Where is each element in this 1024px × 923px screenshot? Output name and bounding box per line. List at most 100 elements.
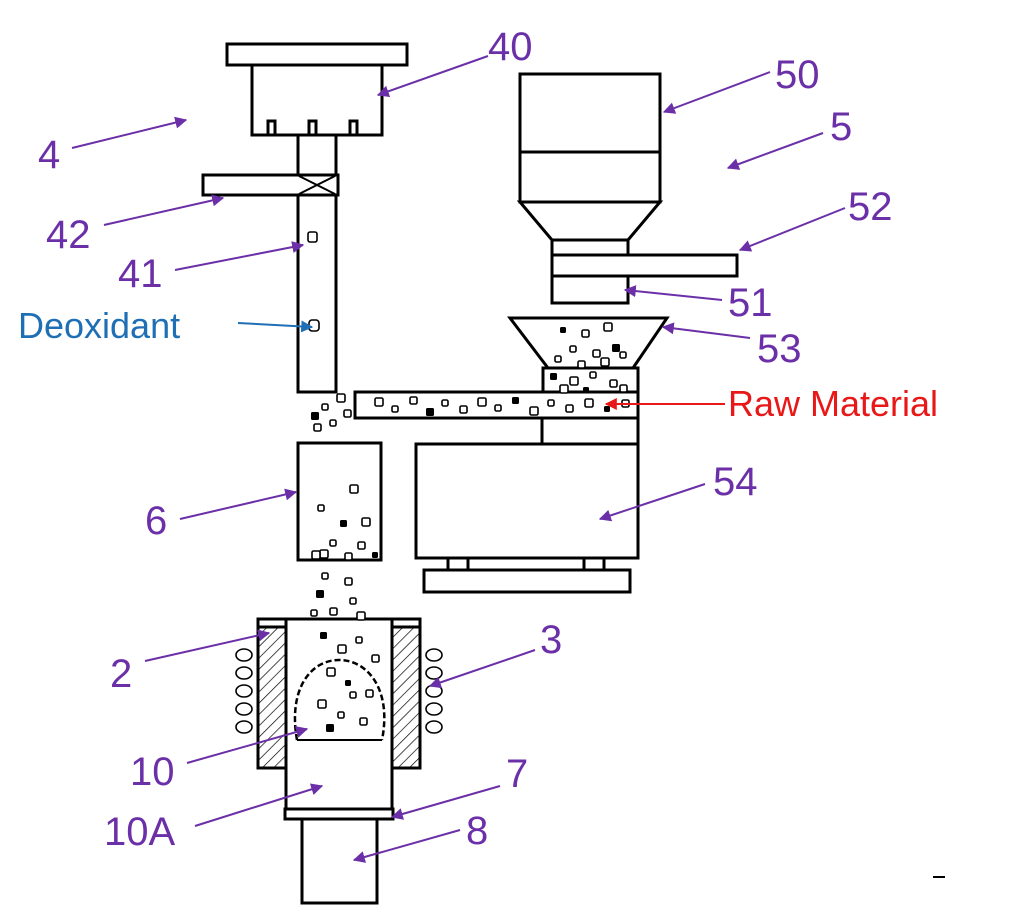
melt-10 — [293, 658, 386, 741]
coil-turn — [425, 720, 443, 734]
silo-lower — [518, 150, 662, 204]
coil-turn — [425, 666, 443, 680]
label-51: 51 — [728, 281, 773, 325]
leader-arrows — [71, 55, 846, 863]
arrow-40 — [376, 55, 489, 98]
arrow-53 — [661, 322, 751, 339]
material-particle — [345, 680, 351, 686]
arrow-54 — [598, 483, 706, 522]
insulation-right — [390, 625, 422, 770]
label-3: 3 — [540, 618, 562, 662]
feeder-notch-2 — [307, 119, 318, 137]
label-10: 10 — [130, 750, 175, 794]
material-particle — [361, 517, 371, 527]
material-particle — [317, 699, 327, 709]
material-particle — [313, 423, 322, 432]
heater-coil-3-left — [235, 648, 253, 734]
insulation-left — [256, 625, 288, 770]
pedestal-8 — [300, 817, 379, 905]
material-particle — [349, 597, 357, 605]
label-6: 6 — [145, 499, 167, 543]
label-40: 40 — [488, 25, 533, 69]
feeder-valve-plate-42 — [201, 173, 340, 197]
material-particle — [600, 357, 610, 367]
arrow-4 — [71, 116, 188, 149]
chute-6 — [296, 441, 383, 562]
label-52: 52 — [848, 185, 893, 229]
silo-upper-50 — [518, 72, 662, 154]
material-particle — [371, 654, 380, 663]
label-5: 5 — [830, 105, 852, 149]
coil-turn — [425, 702, 443, 716]
material-particle — [337, 711, 345, 719]
material-particle — [603, 322, 613, 332]
arrow-42 — [103, 194, 225, 226]
material-particle — [547, 399, 555, 407]
material-particle — [619, 351, 627, 359]
deoxidant-particle — [307, 231, 318, 243]
material-particle — [589, 371, 597, 379]
material-particle — [409, 396, 418, 405]
arrow-8 — [352, 829, 461, 863]
material-particle — [344, 552, 353, 561]
material-particle — [319, 549, 329, 559]
material-particle — [356, 611, 366, 621]
material-particle — [391, 405, 399, 413]
material-particle — [317, 504, 325, 512]
label-deoxidant: Deoxidant — [18, 305, 180, 346]
material-particle — [336, 393, 346, 403]
material-particle — [619, 384, 628, 393]
part-labels: 4 40 42 41 50 5 52 51 53 54 6 2 3 10 10A… — [38, 25, 893, 854]
arrow-51 — [623, 285, 723, 301]
material-particle — [320, 632, 327, 639]
material-particle — [365, 689, 374, 698]
material-particle — [316, 590, 324, 598]
material-particle — [329, 539, 337, 547]
material-particle — [372, 552, 378, 558]
material-particle — [349, 484, 359, 494]
material-particle — [349, 691, 357, 699]
coil-turn — [235, 684, 253, 698]
material-particle — [374, 397, 384, 407]
label-54: 54 — [713, 460, 758, 504]
material-particle — [426, 408, 434, 416]
material-particle — [569, 376, 579, 386]
material-particle — [604, 406, 610, 412]
material-particle — [584, 398, 594, 408]
coil-turn — [425, 648, 443, 662]
outlet-51 — [550, 274, 630, 305]
arrow-deoxidant — [237, 320, 314, 333]
funnel-53 — [506, 316, 670, 370]
material-particle — [357, 541, 366, 550]
material-particle — [329, 607, 338, 616]
material-particle — [343, 409, 352, 418]
gate-plate-52 — [550, 253, 739, 278]
arrow-3 — [428, 649, 536, 689]
material-particle — [477, 397, 487, 407]
arrow-52 — [738, 207, 846, 252]
material-particle — [441, 399, 449, 407]
material-particle — [344, 577, 353, 586]
arrow-10 — [186, 726, 309, 764]
material-particle — [581, 329, 590, 338]
material-particle — [359, 717, 368, 726]
material-particle — [321, 572, 329, 580]
material-particle — [577, 360, 586, 369]
material-particle — [559, 384, 569, 394]
material-particle — [459, 405, 468, 414]
coil-turn — [235, 648, 253, 662]
material-particle — [612, 344, 620, 352]
material-particle — [512, 397, 519, 404]
conveyor-base — [540, 416, 640, 446]
drive-foot-1 — [446, 556, 470, 572]
material-particle — [326, 724, 334, 732]
deoxidant-particle — [308, 319, 320, 332]
label-10a: 10A — [104, 810, 175, 854]
coil-turn — [235, 720, 253, 734]
heater-coil-3-right — [425, 648, 443, 734]
feeder-notch-1 — [266, 119, 277, 137]
arrow-2 — [144, 629, 271, 662]
arrow-41 — [174, 241, 305, 271]
material-particle — [494, 404, 502, 412]
